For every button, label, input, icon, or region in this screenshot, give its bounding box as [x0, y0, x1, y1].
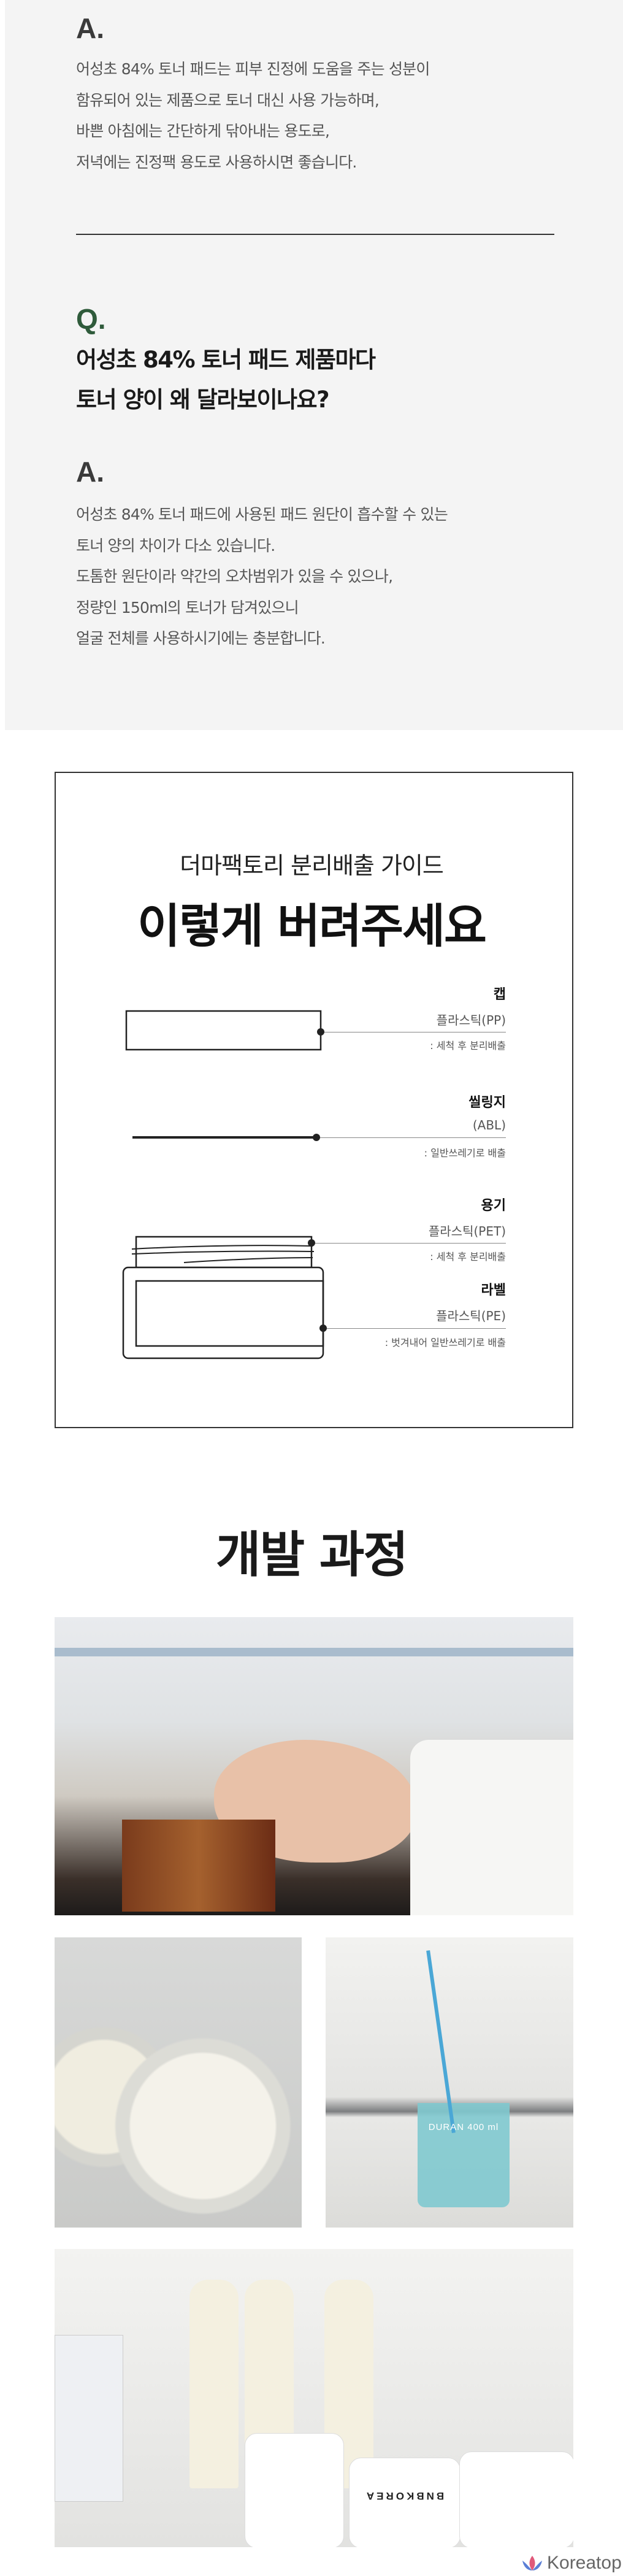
leader-dot — [308, 1239, 315, 1247]
question-text: 어성초 84% 토너 패드 제품마다 토너 양이 왜 달라보이나요? — [76, 340, 376, 420]
photo-beaker: DURAN 400 ml — [326, 1937, 573, 2228]
answer-text: 어성초 84% 토너 패드에 사용된 패드 원단이 흡수할 수 있는 토너 양의… — [76, 499, 448, 655]
faq-section — [5, 0, 623, 730]
cap-illustration — [125, 1010, 322, 1051]
answer-line: 어성초 84% 토너 패드는 피부 진정에 도움을 주는 성분이 — [76, 60, 430, 78]
divider — [76, 234, 554, 235]
answer-mark: A. — [76, 456, 104, 488]
answer-line: 토너 양의 차이가 다소 있습니다. — [76, 536, 275, 555]
photo-cream-jars — [55, 1937, 302, 2228]
answer-line: 어성초 84% 토너 패드에 사용된 패드 원단이 흡수할 수 있는 — [76, 506, 448, 523]
lotus-icon — [522, 2556, 542, 2570]
part-name-cap: 캡 — [493, 987, 506, 1002]
question-line: 어성초 84% 토너 패드 제품마다 — [76, 347, 376, 373]
koreatop-watermark: Koreatop — [521, 2552, 622, 2574]
answer-line: 함유되어 있는 제품으로 토너 대신 사용 가능하며, — [76, 91, 380, 109]
packaging-diagram — [122, 1010, 324, 1359]
question-mark: Q. — [76, 303, 106, 335]
part-method: : 세척 후 분리배출 — [430, 1040, 506, 1052]
answer-line: 정량인 150ml의 토너가 담겨있으니 — [76, 598, 299, 617]
watermark-text: Koreatop — [547, 2553, 622, 2573]
leader-dot — [317, 1028, 324, 1036]
part-method: : 벗겨내어 일반쓰레기로 배출 — [384, 1337, 506, 1348]
part-material: 플라스틱(PET) — [428, 1224, 506, 1239]
photo-sample-bottles: BNBKOREA — [55, 2249, 573, 2547]
guide-subtitle: 더마팩토리 분리배출 가이드 — [180, 852, 444, 879]
leader-dot — [313, 1134, 320, 1141]
beaker-label-text: DURAN 400 ml — [428, 2122, 499, 2132]
answer-text: 어성초 84% 토너 패드는 피부 진정에 도움을 주는 성분이 함유되어 있는… — [76, 54, 430, 178]
part-material: 플라스틱(PE) — [436, 1309, 506, 1323]
answer-line: 도톰한 원단이라 약간의 오차범위가 있을 수 있으나, — [76, 567, 393, 585]
guide-title: 이렇게 버려주세요 — [137, 899, 487, 953]
leader-line — [312, 1243, 506, 1244]
answer-line: 저녁에는 진정팩 용도로 사용하시면 좋습니다. — [76, 153, 357, 171]
answer-line: 바쁜 아침에는 간단하게 닦아내는 용도로, — [76, 122, 330, 140]
jar-illustration — [122, 1236, 324, 1359]
answer-line: 얼굴 전체를 사용하시기에는 충분합니다. — [76, 629, 326, 647]
part-material: (ABL) — [472, 1118, 506, 1132]
part-name-label: 라벨 — [481, 1283, 506, 1298]
question-line: 토너 양이 왜 달라보이나요? — [76, 386, 330, 413]
jar-brand-text: BNBKOREA — [364, 2490, 445, 2502]
leader-line — [323, 1328, 506, 1329]
development-title: 개발 과정 — [215, 1526, 408, 1583]
answer-mark: A. — [76, 12, 104, 44]
leader-dot — [319, 1325, 327, 1332]
photo-lab-hand-testing — [55, 1617, 573, 1915]
leader-line — [316, 1137, 506, 1138]
part-method: : 세척 후 분리배출 — [430, 1251, 506, 1263]
part-name-sealing: 씰링지 — [468, 1095, 506, 1110]
part-method: : 일반쓰레기로 배출 — [424, 1147, 506, 1159]
part-name-container: 용기 — [481, 1198, 506, 1213]
part-material: 플라스틱(PP) — [436, 1013, 506, 1028]
